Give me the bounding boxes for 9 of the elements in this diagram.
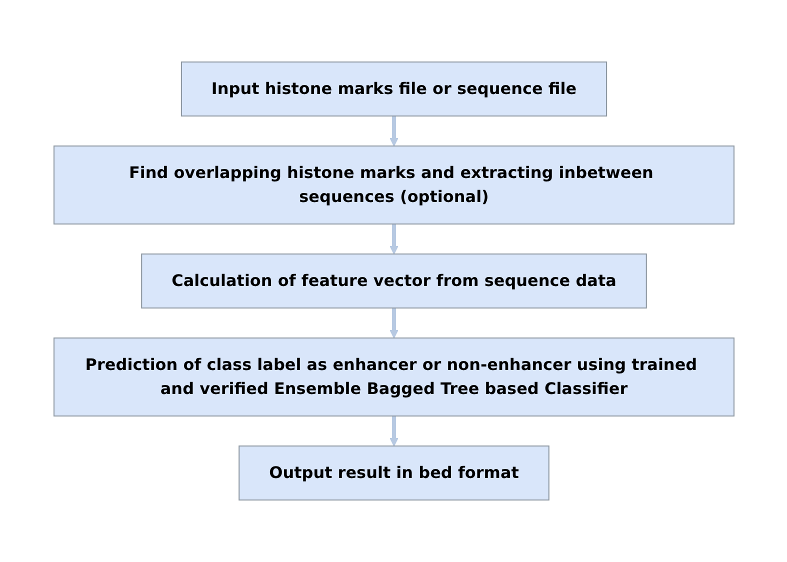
arrow <box>389 308 398 338</box>
arrow <box>389 416 398 446</box>
arrow <box>389 224 398 254</box>
node-box: Calculation of feature vector from sequence data <box>140 254 646 308</box>
node-box: Prediction of class label as enhancer or non-enhancer using trained and verified Ensemble Bagged Tree based Classifier <box>53 338 734 416</box>
node-box: Output result in bed format <box>238 446 549 500</box>
arrow <box>389 116 398 146</box>
node-box: Find overlapping histone marks and extracting inbetween sequences (optional) <box>53 146 734 224</box>
node-box: Input histone marks file or sequence file <box>180 62 607 116</box>
